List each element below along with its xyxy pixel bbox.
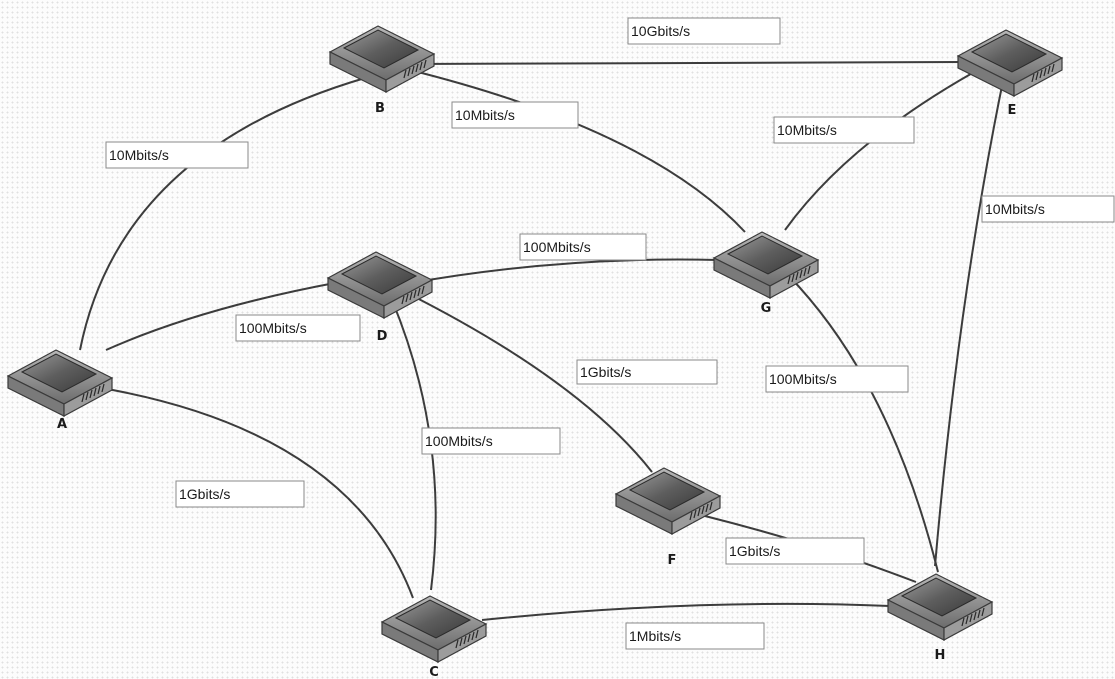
link-label-box [451, 101, 579, 129]
link-speed-text: 1Gbits/s [580, 364, 631, 380]
link-speed-text: 1Gbits/s [729, 543, 780, 559]
node-label-b: B [375, 101, 385, 116]
link-label-a-d: 100Mbits/s [235, 314, 361, 342]
link-a-c [95, 386, 414, 599]
network-switch-icon-d [327, 251, 433, 319]
node-label-c: C [429, 665, 439, 679]
network-switch-icon-a [7, 349, 113, 417]
link-speed-text: 10Mbits/s [777, 122, 837, 138]
node-label-h: H [935, 648, 946, 663]
link-label-box [773, 116, 915, 144]
link-label-box [627, 17, 781, 45]
link-label-box [421, 427, 561, 455]
link-speed-text: 1Gbits/s [179, 486, 230, 502]
node-label-f: F [668, 553, 677, 568]
link-speed-text: 100Mbits/s [523, 239, 591, 255]
link-a-b [79, 77, 366, 351]
link-speed-text: 10Mbits/s [455, 107, 515, 123]
network-switch-icon-c [381, 595, 487, 663]
link-d-f [404, 291, 653, 473]
link-label-f-h: 1Gbits/s [725, 537, 865, 565]
link-label-a-c: 1Gbits/s [175, 480, 305, 508]
link-label-box [235, 314, 361, 342]
link-g-e [784, 65, 986, 231]
node-label-a: A [57, 417, 67, 432]
link-label-box [765, 365, 909, 393]
link-g-h [787, 274, 939, 573]
link-label-d-c: 100Mbits/s [421, 427, 561, 455]
link-speed-text: 10Gbits/s [631, 23, 690, 39]
link-speed-text: 100Mbits/s [769, 371, 837, 387]
link-label-box [625, 622, 765, 650]
node-label-g: G [761, 301, 772, 316]
link-label-box [981, 195, 1115, 223]
network-switch-icon-h [887, 573, 993, 641]
link-label-box [519, 233, 647, 261]
link-label-box [576, 359, 718, 385]
link-label-b-e: 10Gbits/s [627, 17, 781, 45]
link-label-a-b: 10Mbits/s [105, 141, 249, 169]
link-label-g-e: 10Mbits/s [773, 116, 915, 144]
link-b-g [409, 69, 746, 233]
link-label-b-g: 10Mbits/s [451, 101, 579, 129]
link-label-box [725, 537, 865, 565]
link-label-c-h: 1Mbits/s [625, 622, 765, 650]
link-speed-text: 100Mbits/s [239, 320, 307, 336]
node-label-d: D [377, 329, 388, 344]
link-a-d [105, 281, 341, 351]
link-label-box [175, 480, 305, 508]
link-c-h [481, 602, 891, 621]
link-speed-text: 10Mbits/s [985, 201, 1045, 217]
link-label-box [105, 141, 249, 169]
network-switch-icon-g [713, 231, 819, 299]
network-switch-icon-f [615, 467, 721, 535]
link-label-d-g: 100Mbits/s [519, 233, 647, 261]
link-label-g-h: 100Mbits/s [765, 365, 909, 393]
link-speed-text: 10Mbits/s [109, 147, 169, 163]
link-e-h [934, 75, 1005, 567]
link-d-g [404, 258, 719, 285]
network-switch-icon-b [329, 25, 435, 93]
network-switch-icon-e [957, 29, 1063, 97]
link-speed-text: 1Mbits/s [629, 628, 681, 644]
link-label-d-f: 1Gbits/s [576, 359, 718, 385]
node-label-e: E [1008, 103, 1017, 118]
link-speed-text: 100Mbits/s [425, 433, 493, 449]
link-label-e-h: 10Mbits/s [981, 195, 1115, 223]
link-b-e [411, 61, 966, 65]
